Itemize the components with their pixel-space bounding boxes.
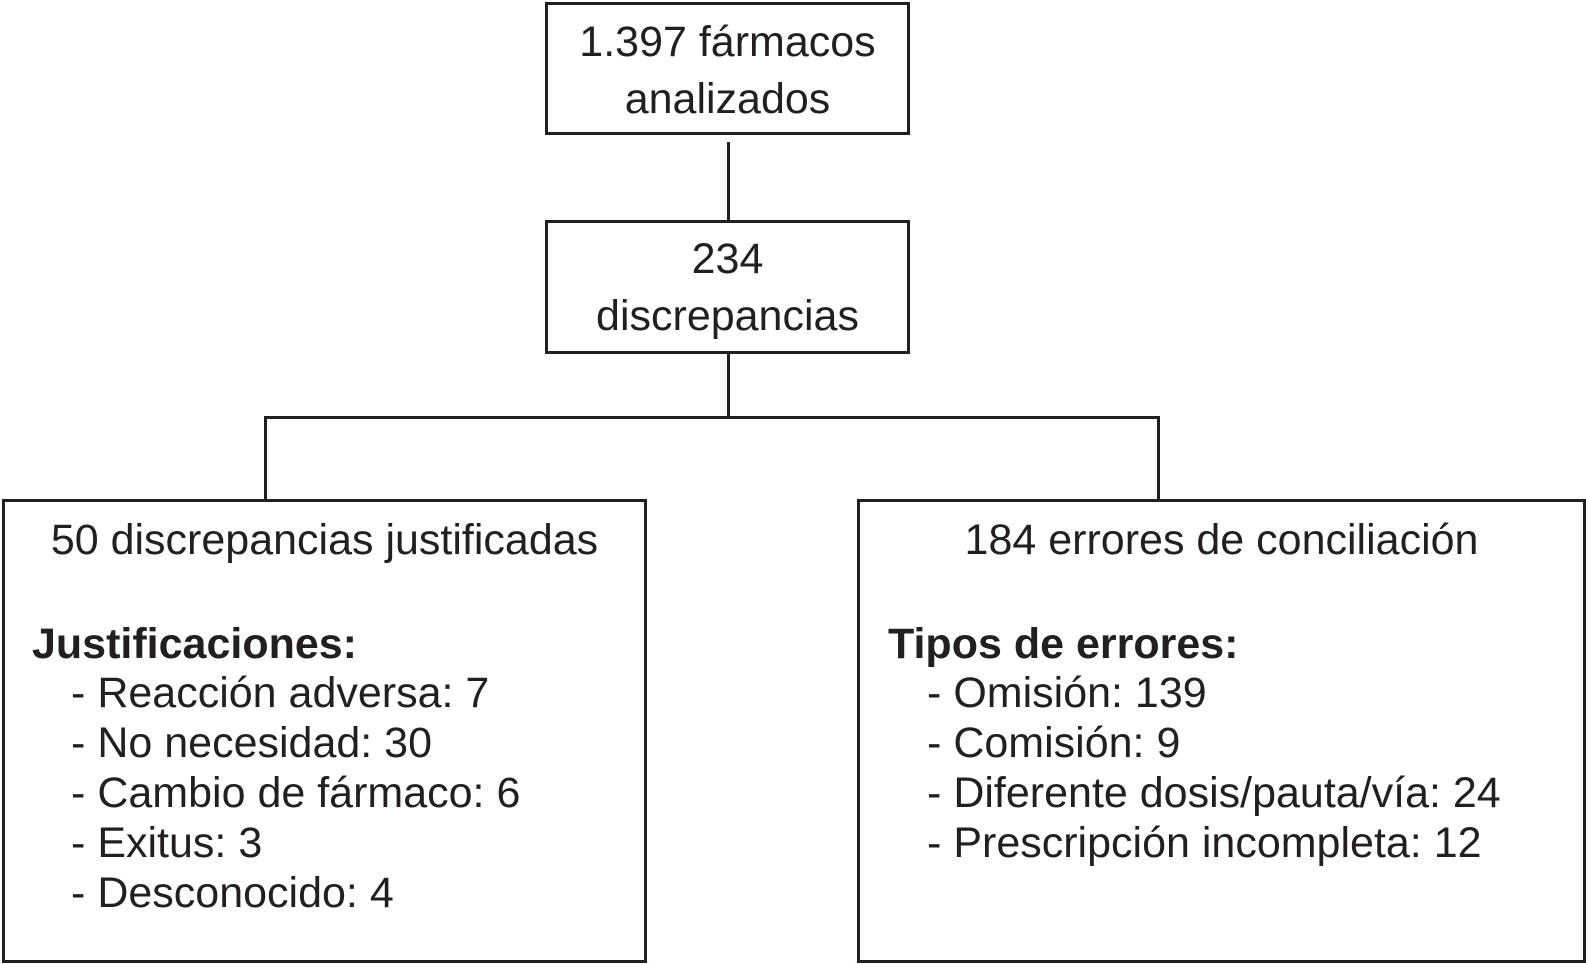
- error-incomplete-prescription: Prescripción incompleta: 12: [953, 819, 1482, 867]
- error-types-list: -Omisión: 139 -Comisión: 9 -Diferente do…: [927, 668, 1501, 868]
- justified-discrepancies-box: 50 discrepancias justificadas Justificac…: [2, 499, 647, 963]
- justification-no-need: No necesidad: 30: [97, 719, 433, 767]
- analyzed-drugs-count: 1.397 fármacos: [579, 18, 876, 66]
- list-item: -Omisión: 139: [927, 669, 1207, 717]
- connector-middle-down: [727, 354, 730, 418]
- error-different-dose: Diferente dosis/pauta/vía: 24: [953, 769, 1501, 817]
- connector-left-down: [264, 416, 267, 500]
- list-item: -Desconocido: 4: [71, 869, 394, 917]
- list-item: -No necesidad: 30: [71, 719, 433, 767]
- analyzed-drugs-label: analizados: [624, 75, 831, 123]
- error-commission: Comisión: 9: [953, 719, 1181, 767]
- error-types-heading: Tipos de errores:: [888, 620, 1239, 668]
- justifications-heading: Justificaciones:: [32, 620, 357, 668]
- list-item: -Comisión: 9: [927, 719, 1181, 767]
- connector-horizontal: [264, 416, 1160, 419]
- reconciliation-errors-title: 184 errores de conciliación: [964, 516, 1479, 564]
- justification-drug-change: Cambio de fármaco: 6: [97, 769, 521, 817]
- justification-exitus: Exitus: 3: [97, 819, 263, 867]
- reconciliation-errors-box: 184 errores de conciliación Tipos de err…: [857, 499, 1586, 963]
- error-omission: Omisión: 139: [953, 669, 1207, 717]
- justified-discrepancies-title: 50 discrepancias justificadas: [50, 516, 599, 564]
- discrepancies-label: discrepancias: [596, 292, 859, 340]
- list-item: -Diferente dosis/pauta/vía: 24: [927, 769, 1501, 817]
- justification-adverse-reaction: Reacción adversa: 7: [97, 669, 490, 717]
- list-item: -Reacción adversa: 7: [71, 669, 490, 717]
- analyzed-drugs-box: 1.397 fármacos analizados: [545, 2, 910, 135]
- list-item: -Cambio de fármaco: 6: [71, 769, 521, 817]
- connector-top-middle: [727, 142, 730, 220]
- justification-unknown: Desconocido: 4: [97, 869, 394, 917]
- discrepancies-count: 234: [691, 235, 764, 283]
- list-item: -Prescripción incompleta: 12: [927, 819, 1482, 867]
- connector-right-down: [1157, 416, 1160, 500]
- justifications-list: -Reacción adversa: 7 -No necesidad: 30 -…: [71, 668, 520, 918]
- list-item: -Exitus: 3: [71, 819, 263, 867]
- discrepancies-box: 234 discrepancias: [545, 220, 910, 354]
